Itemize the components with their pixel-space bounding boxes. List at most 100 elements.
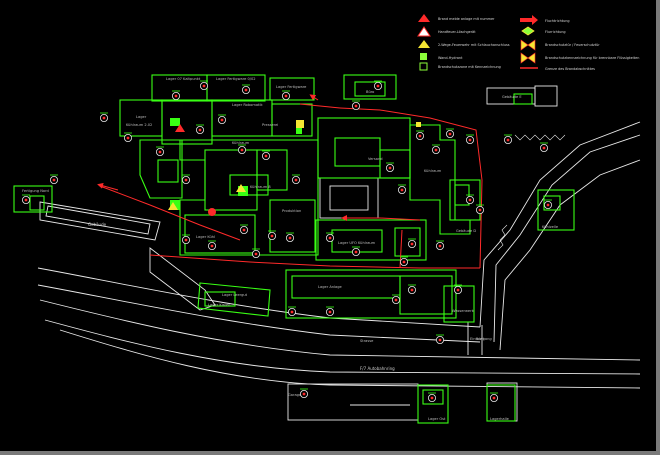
yellow-block-2 — [416, 122, 421, 127]
room-kuehlraum: Kühlraum — [232, 141, 250, 145]
extinguisher-marker-icon — [407, 284, 416, 294]
extinguisher-marker-icon — [261, 150, 270, 160]
route-2 — [149, 254, 480, 269]
bldg-lower-center-3 — [394, 227, 421, 257]
road-side-3 — [499, 159, 641, 351]
extinguisher-marker-icon — [124, 132, 133, 142]
legend-row-6: Fluchtrichtung — [520, 15, 570, 25]
room-lager-ufo: Lager UFO Kühlraum — [338, 241, 376, 245]
bldg-south-long — [285, 269, 457, 319]
long-shed-inner — [45, 205, 151, 235]
road-edge-3 — [39, 299, 641, 361]
court-center-inner — [329, 185, 369, 211]
bldg-east-2 — [449, 179, 481, 221]
bldg-west-room — [157, 159, 179, 183]
room-fertigung: Fertigung Nord — [22, 189, 49, 193]
room-gebaeude-block: Gebäude — [88, 222, 107, 227]
room-lager-ost: Lager Ost — [428, 417, 446, 421]
extinguisher-marker-icon — [397, 184, 406, 194]
white-buildings — [39, 85, 558, 422]
extinguisher-marker-icon — [287, 306, 296, 316]
extinguisher-marker-icon — [325, 232, 334, 242]
bldg-south-b — [486, 384, 516, 422]
room-kuehlung: Kühlzelle — [542, 225, 559, 229]
escape-routes — [97, 94, 483, 269]
extinguisher-marker-icon — [489, 392, 498, 402]
legend-row-7: Flurrichtung — [521, 26, 566, 36]
roads — [37, 121, 641, 389]
room-lager-kleinteile: Lagerhalle — [490, 417, 510, 421]
route-1 — [99, 185, 241, 241]
route-8 — [97, 182, 119, 191]
room-gebaeude-e: Gebäude E — [502, 95, 522, 99]
bldg-main-sub-4 — [269, 199, 316, 253]
extinguisher-marker-icon — [100, 112, 109, 123]
road-side-1 — [479, 121, 641, 328]
extinguisher-marker-icon — [217, 114, 226, 125]
room-presse: Presserei — [262, 123, 278, 127]
extinguisher-marker-icon — [267, 230, 276, 240]
bldg-east-plant-2 — [543, 195, 561, 211]
railway — [514, 134, 566, 141]
extinguisher-marker-icon — [199, 80, 208, 91]
extinguisher-marker-icon — [207, 240, 216, 250]
street-side: Einfahrt — [470, 337, 485, 341]
extinguisher-marker-icon — [445, 128, 454, 138]
red-triangle-alarm-1 — [175, 124, 185, 132]
street-main: F/7 Autobahnring — [360, 366, 395, 371]
room-kuehlraum-alt: Kühlraum 2.02 — [126, 123, 152, 127]
green-fill-3 — [170, 200, 180, 210]
room-lager-fertigware-top: Lager Fertigware 0/02 — [216, 77, 256, 81]
extinguisher-marker-icon — [181, 174, 190, 184]
legend-row-3: 2-Wege-Feuerwehr mit Schlauchanschluss — [418, 40, 510, 48]
room-wasserwerk: Wasserwerk — [452, 309, 475, 313]
street-inner: Strasse — [360, 339, 374, 343]
red-arrow-icon — [520, 15, 538, 25]
green-fill-1 — [170, 118, 180, 126]
extinguisher-marker-icon — [465, 194, 474, 204]
route-7 — [309, 94, 319, 101]
bldg-west-wing — [139, 139, 183, 199]
extinguisher-marker-icon — [540, 142, 549, 152]
flammable-icon — [520, 52, 536, 64]
road-edge-1 — [37, 267, 481, 328]
yellow-triangle-1 — [168, 202, 178, 210]
bldg-center-1 — [317, 117, 411, 179]
bldg-south-a — [417, 384, 449, 424]
extinguisher-marker-icon — [503, 134, 512, 144]
extinguisher-marker-icon — [351, 100, 360, 111]
room-lager-fertigware: Lager Fertigware — [276, 85, 307, 89]
legend-label-4: Wand-Hydrant — [438, 56, 463, 60]
room-lager-robomatik: Lager Robomatik — [232, 103, 263, 107]
extinguisher-marker-icon — [475, 204, 484, 214]
bldg-shed-west — [13, 185, 53, 213]
legend-row-1: Brand melde anlage mit nummer — [418, 14, 495, 22]
bldg-center-3 — [379, 149, 411, 179]
extinguisher-marker-icon — [407, 238, 416, 248]
bldg-main-sub-5 — [229, 174, 269, 196]
extinguisher-marker-icon — [427, 392, 436, 402]
zone-marker-icon — [419, 62, 428, 71]
extinguisher-marker-icon — [453, 284, 462, 294]
extinguisher-marker-icon — [155, 146, 164, 156]
room-produktion: Produktion — [282, 209, 301, 213]
extinguisher-marker-icon — [399, 256, 408, 266]
room-buero: Büro — [366, 90, 374, 94]
bldg-south-a-2 — [422, 389, 444, 405]
room-versand: Versand — [368, 157, 383, 161]
annex-west — [149, 247, 216, 311]
extinguisher-marker-icon — [391, 294, 400, 304]
bldg-south-right — [443, 285, 475, 323]
court-center — [319, 177, 379, 219]
legend-row-2: Handfeuer-Löschgerät — [417, 26, 476, 37]
legend-label-3: 2-Wege-Feuerwehr mit Schlauchanschluss — [438, 43, 510, 47]
extinguisher-marker-icon — [285, 232, 294, 242]
extinguisher-marker-icon — [281, 90, 290, 101]
extinguisher-marker-icon — [251, 248, 260, 258]
bldg-annex-south — [197, 282, 271, 317]
legend-row-5: Brandschutzzone mit Kennzeichnung — [419, 62, 501, 71]
extinguisher-marker-icon — [291, 174, 300, 184]
extinguisher-marker-icon — [465, 134, 474, 144]
extinguisher-marker-icon — [181, 234, 190, 244]
extinguisher-marker-icon — [544, 199, 553, 209]
